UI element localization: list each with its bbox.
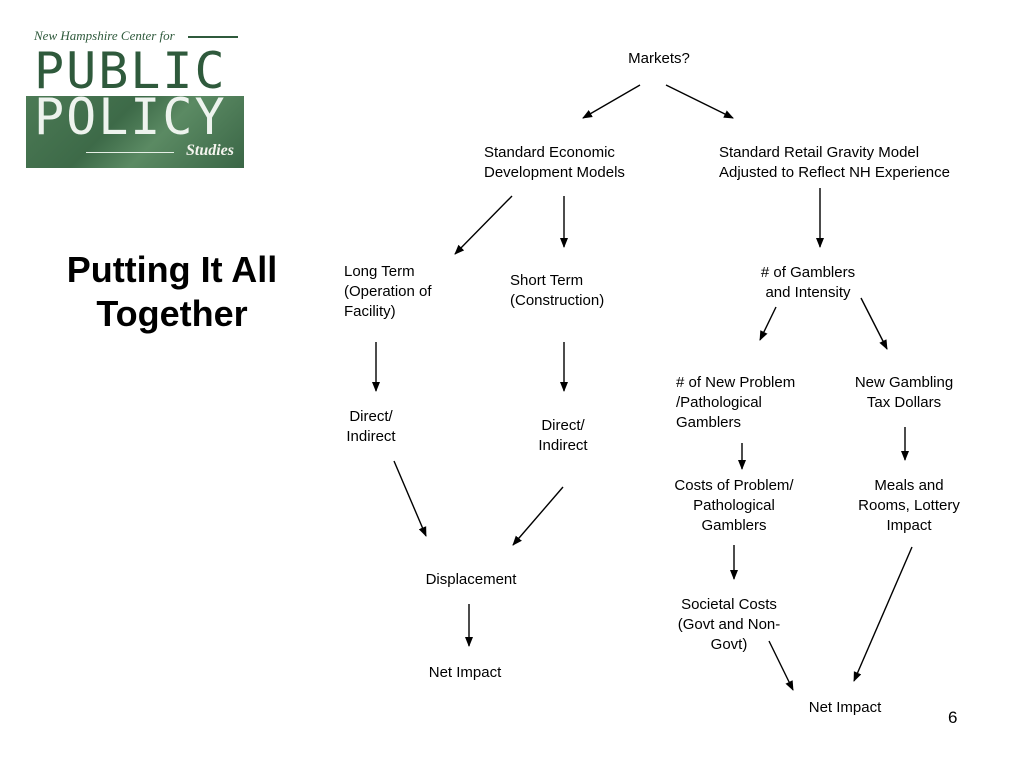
node-meals-rooms-lottery: Meals and Rooms, Lottery Impact bbox=[846, 476, 972, 536]
node-net-impact-left: Net Impact bbox=[415, 663, 515, 683]
node-meals-line-2: Rooms, Lottery bbox=[858, 497, 960, 514]
node-direct-st-line-2: Indirect bbox=[538, 437, 588, 454]
node-costs-line-2: Pathological bbox=[693, 497, 775, 514]
node-direct-lt-line-2: Indirect bbox=[346, 428, 396, 445]
node-gamblers-intensity: # of Gamblers and Intensity bbox=[738, 263, 878, 303]
node-direct-indirect-long: Direct/ Indirect bbox=[332, 407, 410, 447]
node-problem-line-2: /Pathological bbox=[676, 394, 762, 411]
slide-title: Putting It All Together bbox=[22, 248, 322, 336]
node-short-term-line-1: Short Term bbox=[510, 272, 584, 289]
node-markets-line-1: Markets? bbox=[628, 50, 690, 67]
node-short-term: Short Term (Construction) bbox=[510, 271, 604, 311]
node-meals-line-3: Impact bbox=[886, 517, 932, 534]
logo-rule bbox=[188, 36, 238, 38]
arrow-econ-to-longterm bbox=[454, 195, 513, 255]
arrow-meals-to-netimpact bbox=[853, 546, 913, 682]
arrow-gamblers-to-problem bbox=[759, 306, 777, 341]
arrow-societal-to-netimpact bbox=[768, 640, 794, 691]
slide-title-line-2: Together bbox=[96, 293, 248, 334]
node-econ-line-2: Development Models bbox=[484, 164, 625, 181]
arrow-lt-direct-to-displacement bbox=[393, 460, 427, 537]
node-markets: Markets? bbox=[614, 49, 704, 69]
node-long-term-line-3: Facility) bbox=[344, 303, 396, 320]
node-long-term: Long Term (Operation of Facility) bbox=[344, 262, 432, 322]
node-short-term-line-2: (Construction) bbox=[510, 292, 605, 309]
node-net-impact-right: Net Impact bbox=[795, 698, 895, 718]
node-long-term-line-2: (Operation of bbox=[344, 283, 432, 300]
node-displacement: Displacement bbox=[411, 570, 531, 590]
node-direct-indirect-short: Direct/ Indirect bbox=[524, 416, 602, 456]
node-meals-line-1: Meals and bbox=[874, 477, 944, 494]
node-direct-st-line-1: Direct/ bbox=[541, 417, 585, 434]
node-problem-line-1: # of New Problem bbox=[676, 374, 796, 391]
node-tax-line-1: New Gambling bbox=[854, 374, 954, 391]
logo-rule-bottom bbox=[86, 152, 174, 153]
arrow-markets-to-gravity bbox=[665, 84, 734, 119]
arrow-markets-to-econ bbox=[582, 84, 641, 119]
node-gamblers-line-1: # of Gamblers bbox=[760, 264, 856, 281]
node-gravity-line-1: Standard Retail Gravity Model bbox=[719, 144, 920, 161]
node-retail-gravity-model: Standard Retail Gravity Model Adjusted t… bbox=[719, 143, 950, 183]
node-econ-line-1: Standard Economic bbox=[484, 144, 615, 161]
node-net-impact-right-line-1: Net Impact bbox=[808, 699, 882, 716]
node-costs-of-problem-gamblers: Costs of Problem/ Pathological Gamblers bbox=[660, 476, 808, 536]
node-problem-line-3: Gamblers bbox=[676, 414, 742, 431]
node-economic-development-models: Standard Economic Development Models bbox=[484, 143, 625, 183]
node-societal-line-1: Societal Costs bbox=[681, 596, 777, 613]
node-new-problem-gamblers: # of New Problem /Pathological Gamblers bbox=[676, 373, 795, 433]
node-costs-line-1: Costs of Problem/ bbox=[674, 477, 794, 494]
node-tax-line-2: Tax Dollars bbox=[866, 394, 942, 411]
logo-policy: POLICY bbox=[34, 88, 227, 146]
node-societal-line-2: (Govt and Non- bbox=[677, 616, 781, 633]
page-number: 6 bbox=[948, 708, 958, 727]
node-long-term-line-1: Long Term bbox=[344, 263, 415, 280]
node-net-impact-left-line-1: Net Impact bbox=[428, 664, 502, 681]
node-costs-line-3: Gamblers bbox=[701, 517, 767, 534]
node-societal-line-3: Govt) bbox=[710, 636, 748, 653]
slide-title-line-1: Putting It All bbox=[66, 249, 278, 290]
logo-org-line: New Hampshire Center for bbox=[34, 28, 175, 43]
node-gravity-line-2: Adjusted to Reflect NH Experience bbox=[719, 164, 950, 181]
logo-studies: Studies bbox=[185, 142, 234, 159]
center-logo: New Hampshire Center for PUBLIC POLICY S… bbox=[26, 22, 244, 168]
node-gamblers-line-2: and Intensity bbox=[765, 284, 851, 301]
node-displacement-line-1: Displacement bbox=[425, 571, 517, 588]
logo-band bbox=[26, 96, 244, 168]
node-societal-costs: Societal Costs (Govt and Non- Govt) bbox=[665, 595, 793, 655]
arrow-gamblers-to-tax bbox=[860, 297, 888, 350]
logo-public: PUBLIC bbox=[34, 42, 227, 100]
arrow-st-direct-to-displacement bbox=[512, 486, 564, 546]
node-direct-lt-line-1: Direct/ bbox=[349, 408, 393, 425]
node-new-gambling-tax-dollars: New Gambling Tax Dollars bbox=[840, 373, 968, 413]
